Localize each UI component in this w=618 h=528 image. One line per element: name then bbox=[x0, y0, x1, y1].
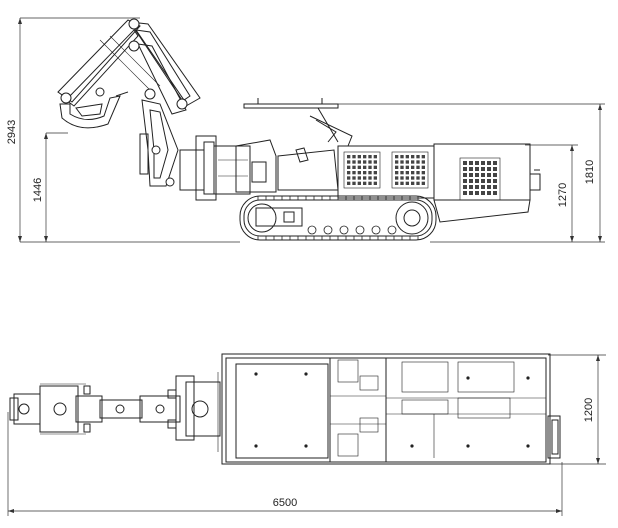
top-boom bbox=[9, 375, 221, 441]
track-shoes bbox=[257, 196, 419, 240]
side-vent-grilles bbox=[347, 155, 497, 195]
side-turret bbox=[179, 135, 277, 201]
side-view: 2943 1446 1810 1270 bbox=[6, 17, 605, 243]
top-body bbox=[217, 353, 561, 465]
side-crawler-track bbox=[239, 195, 437, 241]
dim-label-1270: 1270 bbox=[557, 183, 569, 207]
dim-label-1446: 1446 bbox=[32, 178, 44, 202]
top-length-dimension bbox=[7, 412, 563, 516]
dim-label-2943: 2943 bbox=[6, 120, 18, 144]
dim-label-1200: 1200 bbox=[583, 398, 595, 422]
dim-label-1810: 1810 bbox=[584, 160, 596, 184]
top-view: 1200 6500 bbox=[7, 353, 606, 516]
side-main-body bbox=[337, 143, 541, 223]
dim-label-6500: 6500 bbox=[273, 497, 297, 509]
side-left-dimensions bbox=[18, 17, 240, 243]
top-width-dimension bbox=[548, 354, 606, 465]
side-cab-frame bbox=[243, 98, 353, 191]
track-rollers bbox=[307, 225, 397, 235]
side-boom-arm bbox=[57, 18, 201, 187]
top-bolts bbox=[254, 372, 530, 448]
